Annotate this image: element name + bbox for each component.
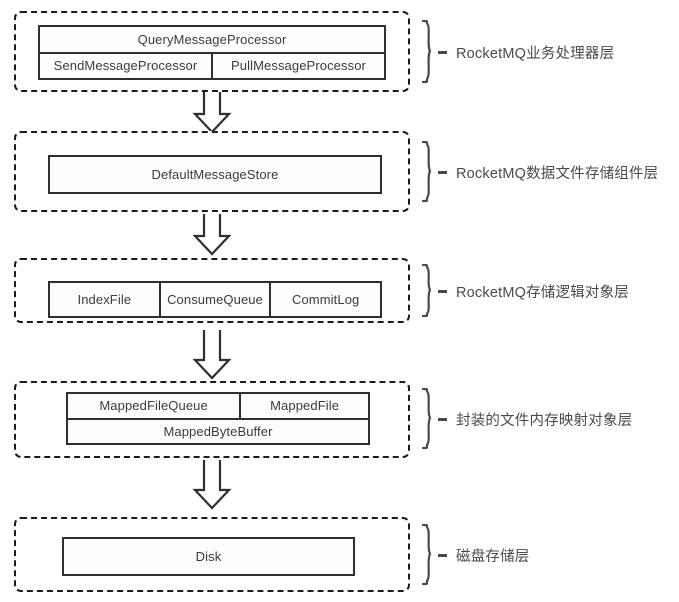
curly-brace-icon [420, 264, 438, 318]
component-row: QueryMessageProcessor [40, 27, 384, 52]
curly-brace-icon [420, 524, 438, 586]
arrow-processor-to-store [192, 92, 232, 134]
component-row: Disk [64, 539, 353, 574]
layer-label-disk: 磁盘存储层 [456, 548, 530, 565]
component-group-mapped: MappedFileQueue MappedFile MappedByteBuf… [66, 392, 370, 445]
component-box-mappedfile[interactable]: MappedFile [239, 394, 368, 418]
layer-annotation-disk: 磁盘存储层 [420, 524, 530, 586]
arrow-mapped-to-disk [192, 460, 232, 510]
arrow-logical-to-mapped [192, 330, 232, 380]
layer-label-processor: RocketMQ业务处理器层 [456, 45, 615, 62]
curly-brace-icon [420, 141, 438, 203]
brace-tick-icon [438, 289, 447, 293]
component-box-sendmessageprocessor[interactable]: SendMessageProcessor [53, 58, 198, 74]
component-row: DefaultMessageStore [50, 157, 380, 192]
component-box-pullmessageprocessor[interactable]: PullMessageProcessor [211, 53, 384, 78]
component-row: MappedFileQueue MappedFile [68, 394, 368, 418]
brace-tick-icon [438, 417, 447, 421]
component-box-mappedfilequeue[interactable]: MappedFileQueue [99, 398, 208, 414]
brace-tick-icon [438, 170, 447, 174]
layer-annotation-store: RocketMQ数据文件存储组件层 [420, 141, 658, 203]
component-group-disk: Disk [62, 537, 355, 576]
component-box-commitlog[interactable]: CommitLog [269, 283, 380, 316]
component-group-store: DefaultMessageStore [48, 155, 382, 194]
arrow-store-to-logical [192, 214, 232, 256]
component-row: MappedByteBuffer [68, 417, 368, 444]
component-box-indexfile[interactable]: IndexFile [77, 292, 132, 307]
layer-label-store: RocketMQ数据文件存储组件层 [456, 165, 659, 182]
component-row: SendMessageProcessor PullMessageProcesso… [40, 51, 384, 78]
component-group-processor: QueryMessageProcessor SendMessageProcess… [38, 25, 386, 80]
brace-tick-icon [438, 50, 447, 54]
brace-tick-icon [438, 553, 447, 557]
component-box-mappedbytebuffer[interactable]: MappedByteBuffer [163, 423, 273, 439]
component-group-logical: IndexFile ConsumeQueue CommitLog [48, 281, 382, 318]
curly-brace-icon [420, 388, 438, 450]
layer-label-logical: RocketMQ存储逻辑对象层 [456, 284, 629, 301]
component-row: IndexFile ConsumeQueue CommitLog [50, 283, 380, 316]
layer-label-mapped: 封装的文件内存映射对象层 [456, 412, 633, 429]
layer-annotation-mapped: 封装的文件内存映射对象层 [420, 388, 632, 450]
component-box-disk[interactable]: Disk [195, 549, 222, 564]
layer-annotation-logical: RocketMQ存储逻辑对象层 [420, 264, 629, 318]
curly-brace-icon [420, 20, 438, 84]
layer-annotation-processor: RocketMQ业务处理器层 [420, 20, 614, 84]
component-box-consumequeue[interactable]: ConsumeQueue [158, 283, 270, 316]
component-box-querymessageprocessor[interactable]: QueryMessageProcessor [137, 31, 287, 47]
component-box-defaultmessagestore[interactable]: DefaultMessageStore [151, 167, 279, 182]
